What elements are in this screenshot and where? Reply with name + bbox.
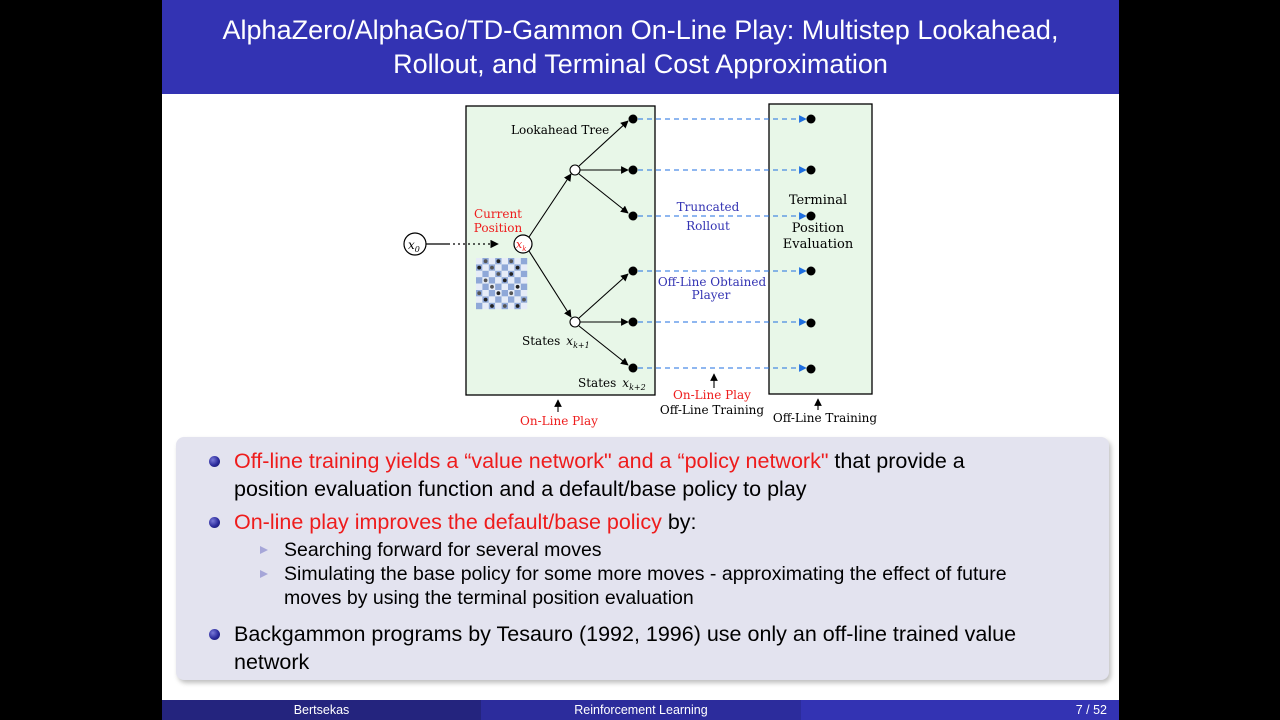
slide-title-line-2: Rollout, and Terminal Cost Approximation <box>393 49 888 79</box>
bullet-1: Off-line training yields a “value networ… <box>234 447 1104 503</box>
label-position-eval: Position <box>792 221 845 236</box>
bullet-dot-2 <box>209 517 220 528</box>
label-x0: x0 <box>408 238 420 254</box>
bullet-3: Backgammon programs by Tesauro (1992, 19… <box>234 622 1017 674</box>
footer-page-number: 7 / 52 <box>801 700 1119 720</box>
sub-bullet-marker-1 <box>260 546 268 554</box>
footer-author: Bertsekas <box>162 700 481 720</box>
sub-bullet-marker-2 <box>260 570 268 578</box>
bullet-dot-3 <box>209 629 220 640</box>
label-current: Current <box>474 207 522 221</box>
node-upper-state <box>569 164 581 176</box>
slide-footer: Bertsekas Reinforcement Learning 7 / 52 <box>162 700 1119 720</box>
slide-header: AlphaZero/AlphaGo/TD-Gammon On-Line Play… <box>162 0 1119 94</box>
label-xk: xk <box>516 238 526 253</box>
label-offline-training-mid: Off-Line Training <box>660 403 764 417</box>
bullet-dot-1 <box>209 456 220 467</box>
rollout-arrows <box>638 115 807 372</box>
lookahead-diagram: x0 xk Current Position <box>162 94 1119 438</box>
sub-bullet-1: Searching forward for several moves <box>284 539 602 561</box>
terminal-evaluation-box <box>768 103 873 395</box>
bullet-2-highlight: On-line play improves the default/base p… <box>234 510 662 534</box>
terminal-nodes <box>806 114 816 374</box>
label-truncated: Truncated <box>677 200 740 214</box>
slide: AlphaZero/AlphaGo/TD-Gammon On-Line Play… <box>162 0 1119 720</box>
node-lower-state <box>569 316 581 328</box>
label-online-play-bottom: On-Line Play <box>520 414 598 428</box>
sub-bullet-2: Simulating the base policy for some more… <box>284 563 1007 609</box>
label-evaluation: Evaluation <box>783 237 854 252</box>
bullet-block: Off-line training yields a “value networ… <box>176 437 1109 680</box>
label-offline-training-right: Off-Line Training <box>773 411 877 425</box>
label-lookahead-tree: Lookahead Tree <box>511 123 609 137</box>
bullet-1-line-2: position evaluation function and a defau… <box>234 477 807 501</box>
online-play-box <box>465 105 656 396</box>
node-xk <box>513 234 533 254</box>
label-online-play-mid: On-Line Play <box>673 388 751 402</box>
label-player: Player <box>692 288 731 302</box>
bullet-2: On-line play improves the default/base p… <box>234 508 1104 536</box>
leaf-nodes <box>628 114 638 373</box>
label-rollout: Rollout <box>686 219 730 233</box>
bullet-1-rest: that provide a <box>828 449 965 473</box>
label-offline-obtained: Off-Line Obtained <box>658 275 767 289</box>
label-position: Position <box>474 221 523 235</box>
slide-title-line-1: AlphaZero/AlphaGo/TD-Gammon On-Line Play… <box>222 15 1059 45</box>
footer-title: Reinforcement Learning <box>481 700 801 720</box>
bullet-1-highlight: Off-line training yields a “value networ… <box>234 449 829 473</box>
label-terminal: Terminal <box>789 193 847 208</box>
chess-board-image <box>476 258 528 310</box>
bullet-2-rest: by: <box>661 510 697 534</box>
